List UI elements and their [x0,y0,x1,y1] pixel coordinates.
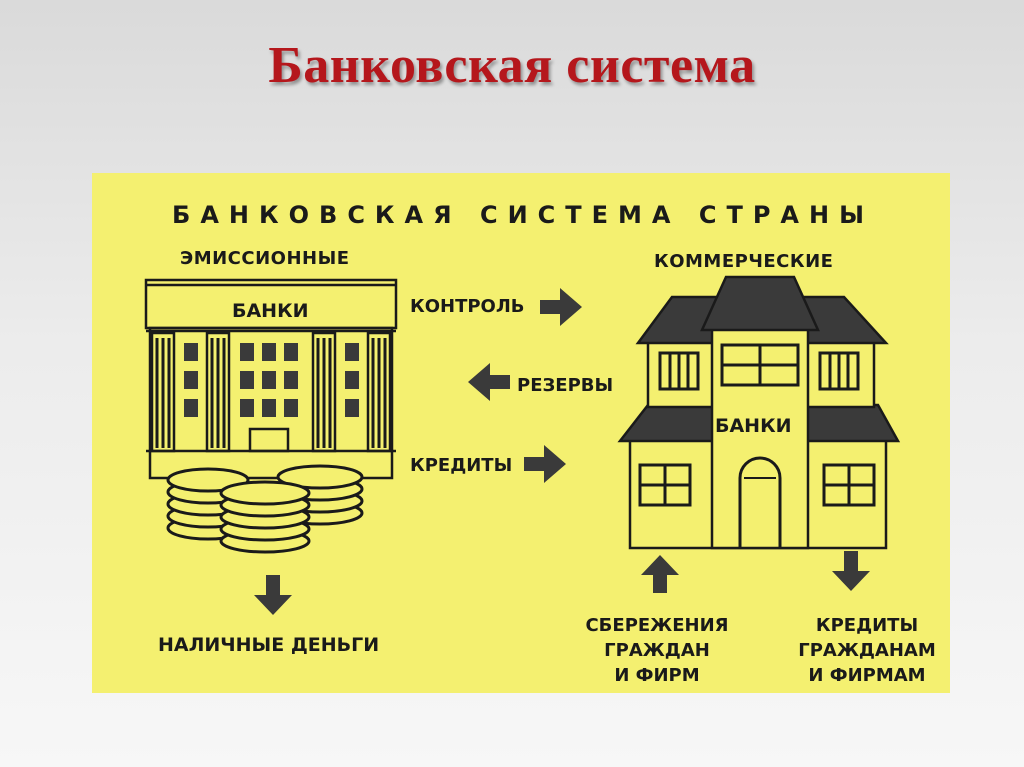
arrow-down-loans-icon [832,551,870,591]
loans-line: И ФИРМАМ [808,665,926,686]
commercial-bank-building-icon [617,275,901,550]
panel-title: БАНКОВСКАЯ СИСТЕМА СТРАНЫ [172,201,874,229]
flow-credits-label: КРЕДИТЫ [410,455,513,476]
slide-title: Банковская система [268,37,756,94]
arrow-reserves-icon [468,363,510,401]
savings-line: СБЕРЕЖЕНИЯ [585,615,729,636]
commercial-bank-label: БАНКИ [715,415,792,437]
savings-line: И ФИРМ [614,665,700,686]
loans-line: ГРАЖДАНАМ [798,640,936,661]
arrow-up-savings-icon [641,555,679,593]
coin-stacks-icon [166,464,364,554]
emission-bank-label: БАНКИ [232,300,309,322]
arrow-control-icon [540,288,582,326]
savings-line: ГРАЖДАН [604,640,710,661]
diagram-panel: БАНКОВСКАЯ СИСТЕМА СТРАНЫ ЭМИССИОННЫЕ КО… [92,173,950,693]
emission-bank-building-icon [144,278,398,480]
diagram-graphics [144,275,901,615]
flow-control-label: КОНТРОЛЬ [410,296,525,317]
flow-reserves-label: РЕЗЕРВЫ [517,375,614,396]
commercial-label: КОММЕРЧЕСКИЕ [654,251,834,272]
arrow-credits-icon [524,445,566,483]
loans-line: КРЕДИТЫ [815,615,919,636]
loans-label: КРЕДИТЫ ГРАЖДАНАМ И ФИРМАМ [777,613,957,688]
savings-label: СБЕРЕЖЕНИЯ ГРАЖДАН И ФИРМ [567,613,747,688]
emission-label: ЭМИССИОННЫЕ [180,248,350,269]
arrow-down-cash-icon [254,575,292,615]
cash-label: НАЛИЧНЫЕ ДЕНЬГИ [158,634,380,656]
